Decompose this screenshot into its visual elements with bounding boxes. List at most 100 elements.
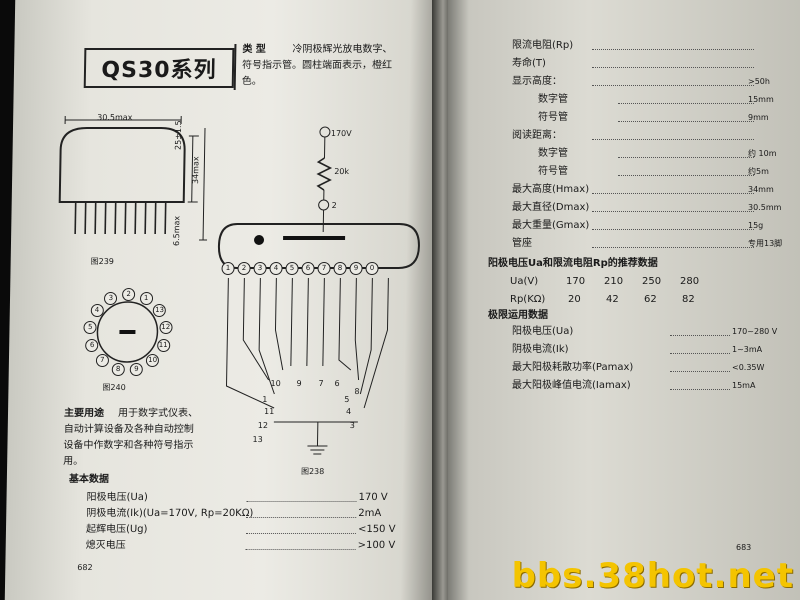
dim-pin-label: 6.5max [171,215,182,246]
anode-pin-label: 2 [331,201,337,210]
basic-data-value: >100 V [357,540,396,551]
use-label: 主要用途 [63,408,105,419]
spec-label: 符号管 [538,166,568,177]
leader-dots [618,121,754,122]
ua-value: 250 [642,276,662,287]
leader-dots [592,211,754,212]
leader-dots [670,353,730,354]
rp-value: 82 [682,294,695,305]
circuit-pin-label: 10 [270,379,281,388]
rp-value: 42 [606,294,619,305]
rp-label: Rp(KΩ) [510,294,546,305]
circuit-diagram [217,126,420,269]
circuit-pin-label: 6 [334,379,340,388]
limit-value: 1~3mA [732,345,763,354]
basic-data-value: 2mA [358,508,382,519]
spec-label: 最大高度(Hmax) [512,184,590,195]
dim-width-label: 30.5max [97,113,133,122]
basic-data-label: 起辉电压(Ug) [85,524,148,535]
spec-label: 阅读距离： [512,130,562,141]
figure-238-caption: 图238 [300,467,325,476]
leader-dots [670,371,730,372]
circuit-pin-label: 1 [262,395,268,404]
leader-dots [246,517,357,518]
leader-dots [246,501,357,502]
leader-dots [592,139,754,140]
ua-value: 170 [566,276,586,287]
leader-dots [592,229,754,230]
circuit-pin-label: 11 [263,407,275,416]
leader-dots [592,49,754,50]
leader-dots [592,85,754,86]
figure-239-caption: 图239 [90,257,115,266]
limit-label: 最大阳极峰值电流(Iamax) [512,380,631,391]
page-title: QS30系列 [83,48,235,88]
ua-value: 210 [604,276,624,287]
leader-dots [592,247,754,248]
base-pinout-drawing [96,301,159,363]
spec-value: 30.5mm [748,203,782,212]
limit-value: <0.35W [732,363,765,372]
spec-value: >50h [748,77,770,86]
circuit-wiring [225,278,389,455]
spec-value: 约 10m [748,149,777,158]
leader-dots [618,157,754,158]
spec-value: 15g [748,221,764,230]
leader-dots [618,175,754,176]
base-pin: 8 [111,362,125,376]
spec-label: 符号管 [538,112,568,123]
title-divider [233,44,237,90]
spec-value: 15mm [748,95,774,104]
limit-label: 最大阳极耗散功率(Pamax) [512,362,634,373]
basic-data-label: 阳极电压(Ua) [86,492,148,503]
spec-value: 34mm [748,185,774,194]
use-text-1: 用于数字式仪表、 [117,408,199,419]
rp-value: 62 [644,294,657,305]
ua-value: 280 [680,276,700,287]
spec-value: 9mm [748,113,769,122]
spec-label: 数字管 [538,148,568,159]
circuit-pin-label: 8 [354,387,360,396]
circuit-pin-label: 9 [296,379,302,388]
basic-data-heading: 基本数据 [68,474,109,485]
basic-data-value: 170 V [358,492,388,503]
spec-label: 显示高度： [512,76,562,87]
type-text-3: 色。 [241,76,262,87]
dim-body-label: 25±1.5 [173,120,184,150]
use-text-3: 设备中作数字和各种符号指示 [63,440,194,451]
limit-data-heading: 极限运用数据 [488,310,548,321]
dim-height-label: 34max [191,156,201,184]
left-page-number: 682 [77,563,93,572]
leader-dots [245,549,356,550]
spec-label: 限流电阻(Rp) [512,40,574,51]
type-text-1: 冷阴极辉光放电数字、 [292,44,393,55]
resistor-label: 20k [334,167,350,176]
circuit-pin-label: 7 [318,379,324,388]
limit-value: 170~280 V [732,327,778,336]
use-text-4: 用。 [63,456,84,467]
rp-value: 20 [568,294,581,305]
limit-label: 阴极电流(Ik) [512,344,569,355]
recommended-data-heading: 阳极电压Ua和限流电阻Rp的推荐数据 [488,258,658,269]
circuit-pin-label: 4 [345,407,352,416]
spec-label: 最大重量(Gmax) [512,220,590,231]
type-label: 类 型 [242,44,266,55]
circuit-pin-label: 12 [257,421,269,430]
basic-data-label: 熄灭电压 [85,540,126,551]
right-page: 限流电阻(Rp) 寿命(T) 显示高度： >50h 数字管 15mm 符号管 9mm 阅读距离：… [448,0,800,600]
site-watermark: bbs.38hot.net [511,556,794,596]
spec-value: 约5m [748,167,769,176]
left-page: QS30系列 类 型 冷阴极辉光放电数字、 符号指示管。圆柱端面表示，橙红 色。… [4,0,446,600]
supply-voltage-label: 170V [330,129,352,138]
limit-label: 阳极电压(Ua) [512,326,574,337]
figure-240-caption: 图240 [102,383,126,392]
use-text-2: 自动计算设备及各种自动控制 [63,424,194,435]
circuit-pin-label: 3 [349,421,355,430]
spec-label: 寿命(T) [512,58,546,69]
tube-outline-drawing [58,116,208,241]
spec-label: 最大直径(Dmax) [512,202,590,213]
leader-dots [245,533,356,534]
spec-label: 管座 [512,238,532,249]
leader-dots [670,389,730,390]
spec-value: 专用13脚 [748,239,783,248]
